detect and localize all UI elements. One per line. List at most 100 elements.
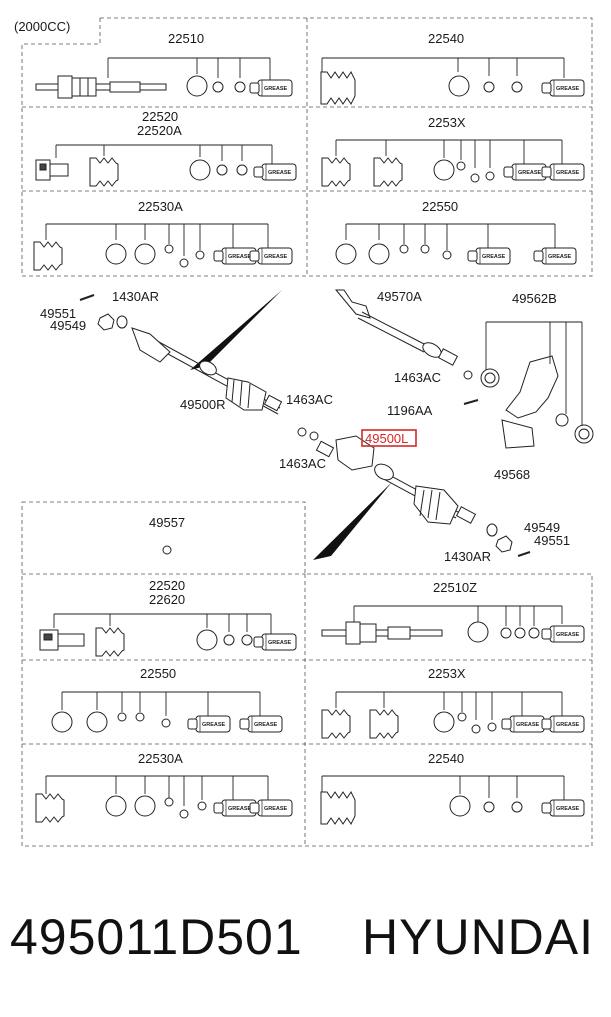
callout-49570a: 49570A [377,289,422,304]
grease-icon: GREASE [249,799,293,817]
boot-icon [321,157,351,187]
clip-icon [164,797,174,807]
svg-text:GREASE: GREASE [518,170,542,176]
joint-housing-icon [39,629,85,651]
callout-labels: 1430AR 49551 49549 49500R 1463AC 1463AC … [40,289,570,564]
callout-49551-top: 49551 [40,306,76,321]
o-ring-large-icon [86,711,108,733]
clip-icon [223,634,235,646]
o-ring-large-icon [449,795,471,817]
variant-label: (2000CC) [14,19,70,34]
clip-ring-icon [162,545,172,555]
grease-icon: GREASE [541,715,585,733]
box-22550-top-label: 22550 [422,199,458,214]
intermediate-shaft-icon [334,289,459,366]
o-ring-large-icon [51,711,73,733]
box-22520-bot-label-1: 22520 [149,578,185,593]
box-22530a-top: 22530A GREASE GREASE [33,199,293,271]
svg-text:GREASE: GREASE [268,170,292,176]
boot-icon [35,793,65,823]
clip-small-icon [470,173,480,183]
pointer-wedge-top [190,290,282,370]
top-parts-table [21,17,593,277]
svg-text:GREASE: GREASE [264,86,288,92]
clip-small-icon [514,627,526,639]
clip-icon [457,712,467,722]
o-ring-large-icon [335,243,357,265]
clip-small-icon [236,164,248,176]
box-22540-bottom: 22540 GREASE [320,751,585,825]
boot-icon [373,157,403,187]
boot-icon [33,241,63,271]
box-22540-top-label: 22540 [428,31,464,46]
o-ring-large-icon [134,795,156,817]
box-22540-top: 22540 GREASE [320,31,585,105]
box-22510z: 22510Z GREASE [321,580,585,645]
pin-icon [79,294,95,301]
clip-small-icon [179,258,189,268]
svg-text:GREASE: GREASE [556,632,580,638]
svg-text:GREASE: GREASE [202,722,226,728]
box-22510: 22510 GREASE [35,31,293,99]
box-2253x-top-label: 2253X [428,115,466,130]
box-22510-label: 22510 [168,31,204,46]
clip-small-icon [241,634,253,646]
box-22530a-top-label: 22530A [138,199,183,214]
svg-text:GREASE: GREASE [254,722,278,728]
grease-icon: GREASE [249,247,293,265]
clip-small-icon [420,244,430,254]
callout-49568: 49568 [494,467,530,482]
svg-text:GREASE: GREASE [556,722,580,728]
grease-icon: GREASE [503,163,547,181]
clip-small-icon [197,801,207,811]
callout-49500r: 49500R [180,397,226,412]
clip-small-icon [471,724,481,734]
box-22530a-bottom: 22530A GREASE GREASE [35,751,293,823]
joint-housing-icon [35,159,69,181]
box-22520-top-label-1: 22520 [142,109,178,124]
box-22550-bottom: 22550 GREASE GREASE [51,666,283,733]
clip-icon [500,627,512,639]
boot-icon [321,709,351,739]
boot-icon [369,709,399,739]
shaft-49500l-icon [315,435,477,525]
clip-small-icon [442,250,452,260]
box-22550-bot-label: 22550 [140,666,176,681]
clip-small-icon [511,801,523,813]
clip-ring-icon [309,431,319,441]
grease-icon: GREASE [239,715,283,733]
clip-icon [216,164,228,176]
svg-text:GREASE: GREASE [482,254,506,260]
box-22530a-bot-label: 22530A [138,751,183,766]
clip-icon [212,81,224,93]
callout-1430ar-top: 1430AR [112,289,159,304]
o-ring-large-icon [105,795,127,817]
clip-icon [164,244,174,254]
o-ring-large-icon [433,711,455,733]
nut-icon [97,313,115,331]
callout-1463ac-a: 1463AC [286,392,333,407]
callout-49551-bot: 49551 [534,533,570,548]
svg-text:GREASE: GREASE [516,722,540,728]
callout-49549-top: 49549 [50,318,86,333]
box-22520-top-label-2: 22520A [137,123,182,138]
callout-1196aa: 1196AA [387,403,433,418]
nut-icon [495,535,513,553]
pin-icon [517,551,531,557]
grease-icon: GREASE [249,79,293,97]
bottom-parts-table [21,501,593,847]
grease-icon: GREASE [541,163,585,181]
svg-text:GREASE: GREASE [556,86,580,92]
boot-icon [320,71,356,105]
clip-icon [483,801,495,813]
svg-text:GREASE: GREASE [556,170,580,176]
grease-icon: GREASE [533,247,577,265]
callout-1430ar-bot: 1430AR [444,549,491,564]
footer: 495011D501 HYUNDAI [0,900,611,990]
box-22510z-label: 22510Z [433,580,477,595]
boot-icon [95,627,125,657]
grease-icon: GREASE [213,799,257,817]
grease-icon: GREASE [541,625,585,643]
callout-49562b: 49562B [512,291,557,306]
clip-small-icon [195,250,205,260]
